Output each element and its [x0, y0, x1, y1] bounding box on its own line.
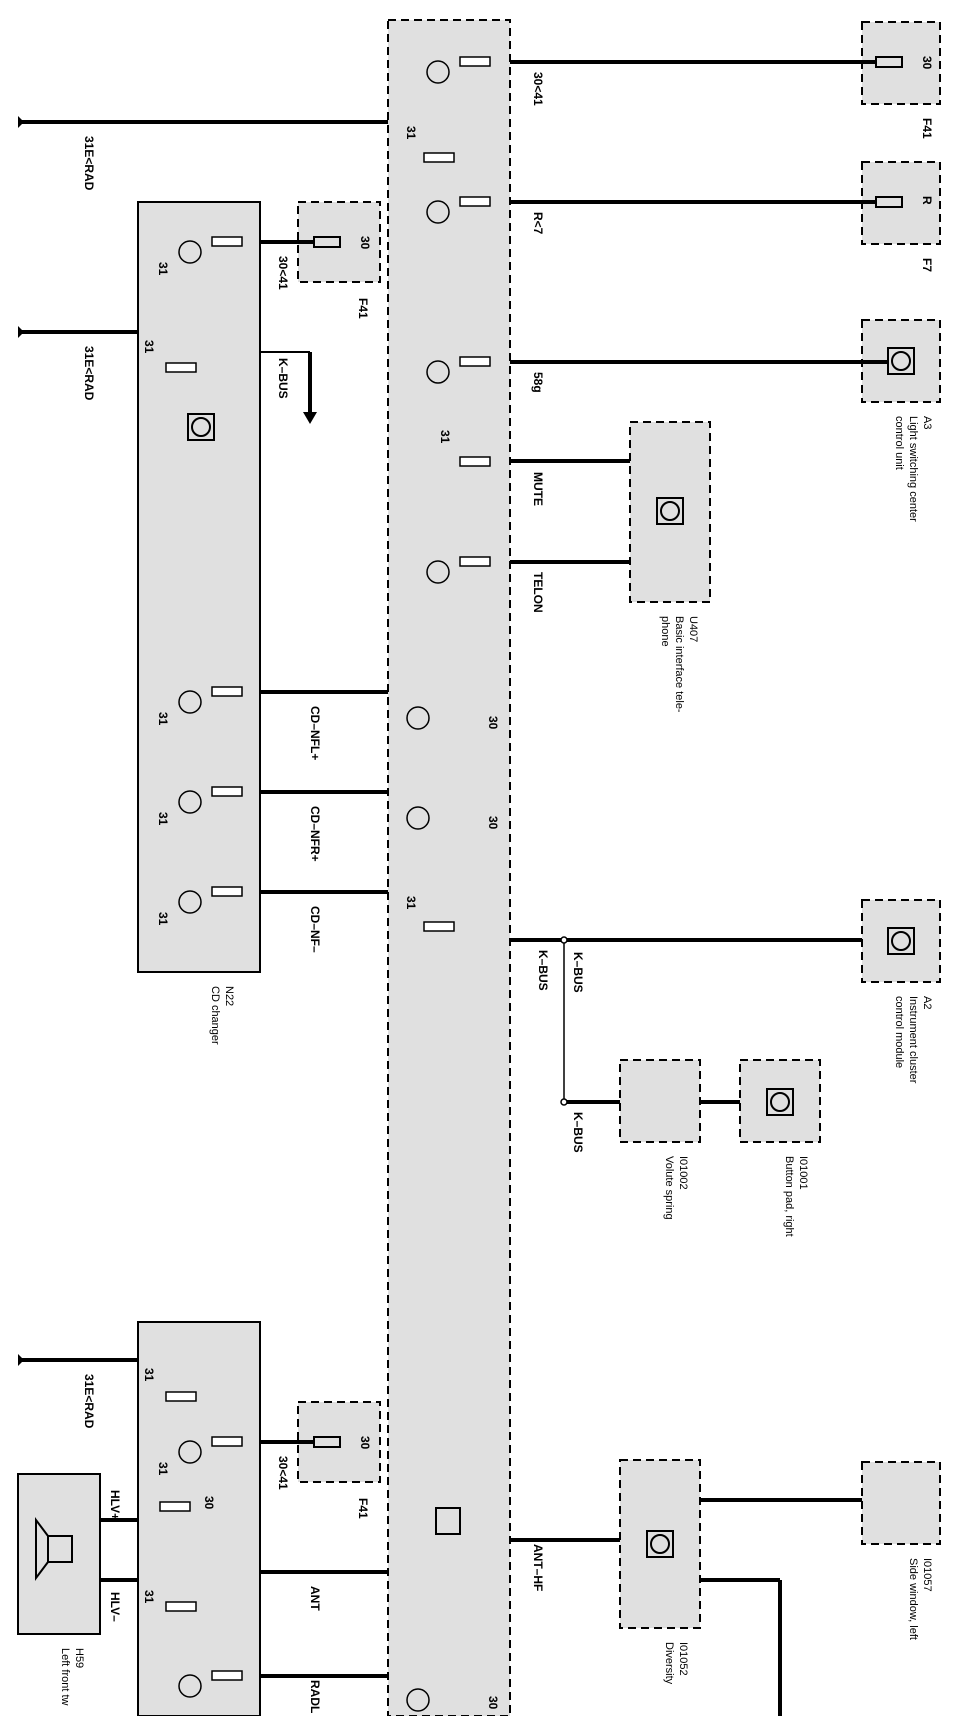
- lower-31-b: 31: [156, 1462, 170, 1476]
- lower-hlv-minus: HLV–: [108, 1592, 122, 1622]
- i01001-box: [739, 1059, 821, 1143]
- ground-line-2: [18, 326, 138, 338]
- signal-r7: R<7: [531, 212, 545, 235]
- ground-ref-1: 31E<RAD: [82, 136, 96, 191]
- cd-changer-box: [137, 201, 261, 973]
- lower-radl: RADL: [308, 1680, 322, 1714]
- i01002-id: I01002: [677, 1156, 689, 1190]
- cd-kbus: K–BUS: [276, 358, 290, 399]
- a2-desc: Instrument cluster control module: [893, 996, 919, 1084]
- i01001-id: I01001: [797, 1156, 809, 1190]
- h59-id: H59: [73, 1648, 85, 1669]
- ground-ref-2: 31E<RAD: [82, 346, 96, 401]
- signal-telon: TELON: [531, 572, 545, 613]
- ground-line-1: [18, 116, 388, 128]
- lower-ant: ANT: [308, 1586, 322, 1611]
- lower-module-box: [137, 1321, 261, 1716]
- cd-nfl: CD–NFL+: [308, 706, 322, 761]
- signal-kbus-c: K–BUS: [571, 1112, 585, 1153]
- lower-31-a: 31: [142, 1368, 156, 1382]
- fuse-f41-mid-name: F41: [356, 298, 370, 319]
- signal-30-c: 30: [486, 1696, 500, 1710]
- fuse-f7-name: F7: [920, 258, 934, 273]
- u407-box: [629, 421, 711, 603]
- lower-hlv-plus: HLV+: [108, 1490, 122, 1521]
- signal-kbus-b: K–BUS: [571, 952, 585, 993]
- i01052-desc: Diversity: [663, 1642, 675, 1685]
- cd-31-e: 31: [156, 912, 170, 926]
- i01002-desc: Volute spring: [663, 1156, 675, 1220]
- cd-31-b: 31: [142, 340, 156, 354]
- fuse-f41-top-name: F41: [920, 118, 934, 139]
- i01057-id: I01057: [921, 1558, 933, 1592]
- radio-module: [387, 19, 511, 1716]
- resistor-symbols: [159, 56, 491, 1681]
- u407-desc: Basic interface tele- phone: [659, 616, 685, 713]
- signal-31-top: 31: [404, 126, 418, 140]
- signal-30-a: 30: [486, 716, 500, 730]
- lower-31-c: 31: [142, 1590, 156, 1604]
- speaker-icon: [35, 1517, 73, 1581]
- fuse-f7-pin: R: [920, 196, 934, 205]
- fuse-f41-bot-pin: 30: [358, 1436, 372, 1450]
- signal-30-41-top: 30<41: [531, 72, 545, 106]
- a3-id: A3: [921, 416, 933, 430]
- i01002-box: [619, 1059, 701, 1143]
- i01057-desc: Side window, left: [907, 1558, 919, 1640]
- h59-desc: Left front tw: [59, 1648, 71, 1706]
- cd-31-a: 31: [156, 262, 170, 276]
- fuse-f41-mid-pin: 30: [358, 236, 372, 250]
- cd-nfr: CD–NFR+: [308, 806, 322, 862]
- cd-nf: CD–NF–: [308, 906, 322, 953]
- n22-desc: CD changer: [209, 986, 221, 1045]
- ground-line-3: [18, 1354, 138, 1366]
- fuse-f41-bot-name: F41: [356, 1498, 370, 1519]
- i01057-box: [861, 1461, 941, 1545]
- kbus-arrow: [260, 351, 317, 424]
- kbus-link: [560, 936, 568, 1106]
- signal-ant-hf: ANT–HF: [531, 1544, 545, 1592]
- transistor-symbols: [178, 60, 450, 1712]
- a3-desc: Light switching center control unit: [893, 416, 919, 522]
- ground-ref-3: 31E<RAD: [82, 1374, 96, 1429]
- i01001-desc: Button pad, right: [783, 1156, 795, 1237]
- i01052-id: I01052: [677, 1642, 689, 1676]
- u407-id: U407: [687, 616, 699, 643]
- speaker-box: [17, 1473, 101, 1635]
- cd-31-d: 31: [156, 812, 170, 826]
- a2-box: [861, 899, 941, 983]
- signal-58g: 58g: [531, 372, 545, 393]
- cd-31-c: 31: [156, 712, 170, 726]
- lower-30-41: 30<41: [276, 1456, 290, 1490]
- signal-31-58g: 31: [438, 430, 452, 444]
- n22-id: N22: [223, 986, 235, 1007]
- signal-31-mid: 31: [404, 896, 418, 910]
- cd-30-41: 30<41: [276, 256, 290, 290]
- wires-right: [510, 60, 888, 1716]
- control-unit-icons: [187, 347, 915, 1558]
- i01052-box: [619, 1459, 701, 1629]
- lower-30: 30: [202, 1496, 216, 1510]
- a2-id: A2: [921, 996, 933, 1010]
- signal-kbus-a: K–BUS: [536, 950, 550, 991]
- wires-cd: [100, 240, 388, 1678]
- signal-30-b: 30: [486, 816, 500, 830]
- signal-mute: MUTE: [531, 472, 545, 506]
- fuse-f41-top-pin: 30: [920, 56, 934, 70]
